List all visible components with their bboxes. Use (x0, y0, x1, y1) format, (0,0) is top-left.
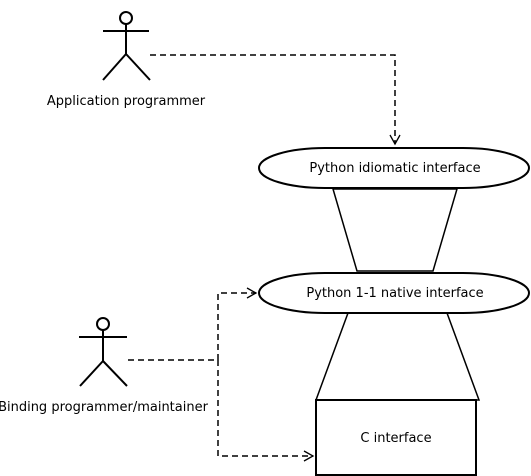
python-idiomatic-interface-layer: Python idiomatic interface (258, 147, 530, 189)
c-interface-label: C interface (360, 431, 431, 446)
app-programmer-to-idiomatic-connector (150, 54, 401, 146)
c-interface-box (315, 399, 477, 476)
actor-head (119, 11, 133, 25)
python-idiomatic-interface-shape (258, 147, 530, 189)
application-programmer-actor: Application programmer (47, 11, 206, 109)
c-interface-layer: C interface (315, 399, 477, 476)
python-idiomatic-interface-label: Python idiomatic interface (309, 161, 480, 176)
binding-programmer-to-c-connector (217, 360, 315, 462)
application-programmer-label: Application programmer (47, 94, 206, 109)
python-native-interface-label: Python 1-1 native interface (306, 286, 483, 301)
actor-head (96, 317, 110, 331)
actor-right-leg (125, 53, 151, 81)
binding-programmer-label: Binding programmer/maintainer (0, 400, 209, 415)
python-native-interface-layer: Python 1-1 native interface (258, 272, 530, 314)
binding-programmer-actor: Binding programmer/maintainer (0, 317, 209, 415)
actor-left-leg (79, 360, 104, 387)
idiomatic-to-native-adapter (331, 188, 459, 272)
actor-left-leg (102, 53, 127, 81)
python-native-interface-shape (258, 272, 530, 314)
actor-right-leg (102, 360, 128, 387)
binding-programmer-to-native-connector (217, 287, 258, 360)
native-to-c-adapter (314, 312, 481, 401)
